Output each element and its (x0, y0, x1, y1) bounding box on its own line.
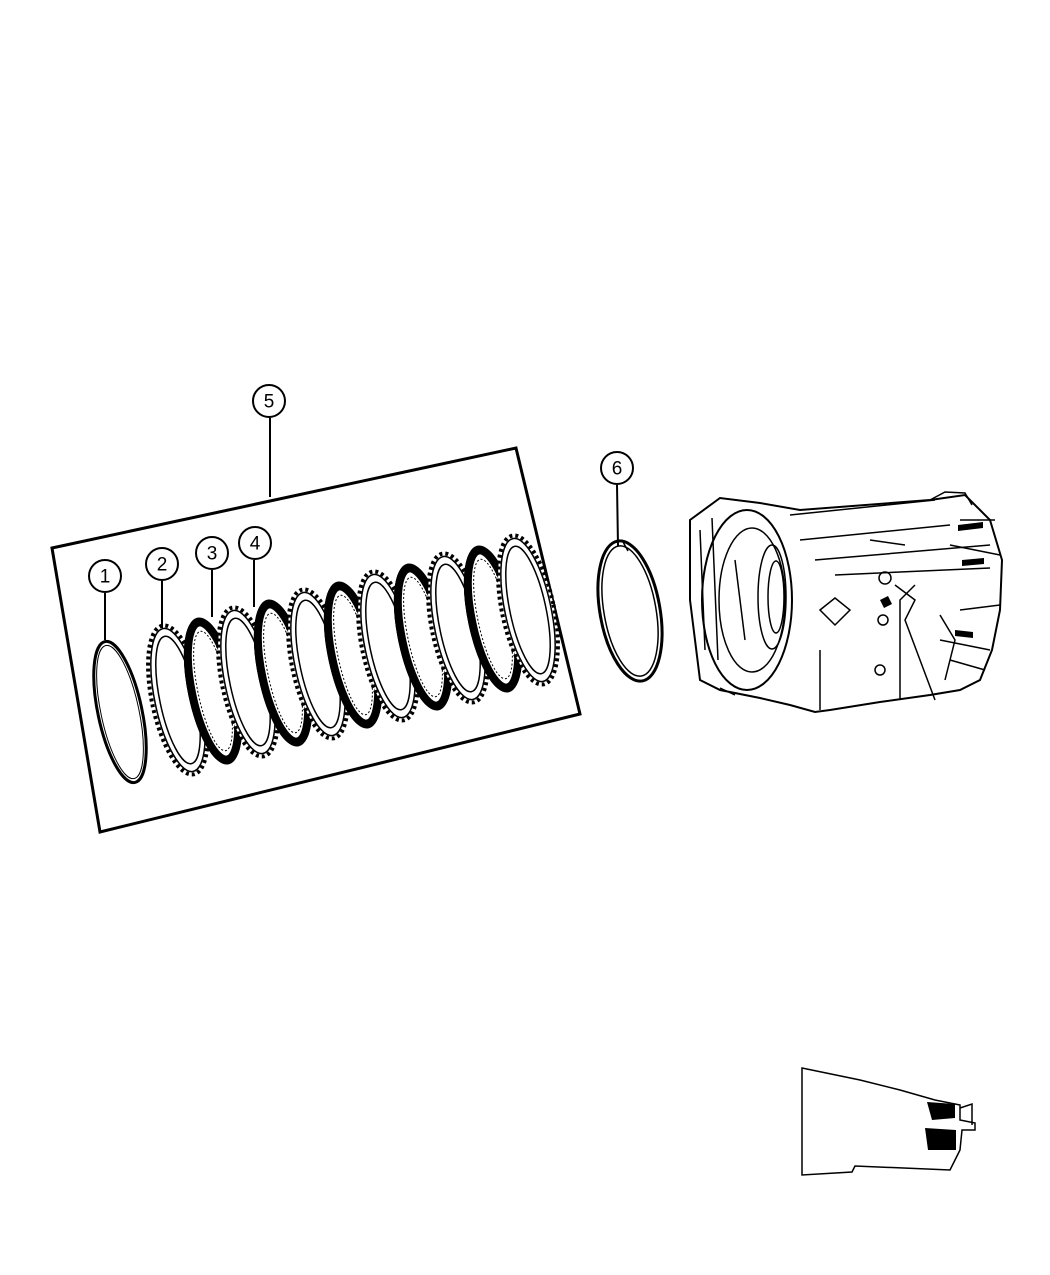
callout-4-label: 4 (250, 534, 261, 555)
callout-5[interactable]: 5 (252, 384, 286, 418)
clutch-disc-steel (496, 533, 560, 687)
clutch-pack-stack (92, 533, 560, 785)
leader-lines (104, 417, 619, 640)
callout-2-label: 2 (157, 555, 168, 576)
clutch-pack-kit-frame (50, 446, 582, 834)
clutch-disc-friction (393, 563, 453, 711)
transmission-assembly-illustration (689, 491, 1004, 714)
clutch-disc-snap-ring (92, 639, 148, 785)
callout-1[interactable]: 1 (88, 559, 122, 593)
callout-3[interactable]: 3 (195, 536, 229, 570)
snap-ring-6 (596, 539, 664, 683)
callout-6-label: 6 (612, 459, 623, 480)
callout-1-label: 1 (100, 567, 111, 588)
callout-6[interactable]: 6 (600, 451, 634, 485)
locator-thumbnail (801, 1067, 976, 1176)
callout-3-label: 3 (207, 544, 218, 565)
callout-5-label: 5 (264, 392, 275, 413)
callout-2[interactable]: 2 (145, 547, 179, 581)
callout-4[interactable]: 4 (238, 526, 272, 560)
